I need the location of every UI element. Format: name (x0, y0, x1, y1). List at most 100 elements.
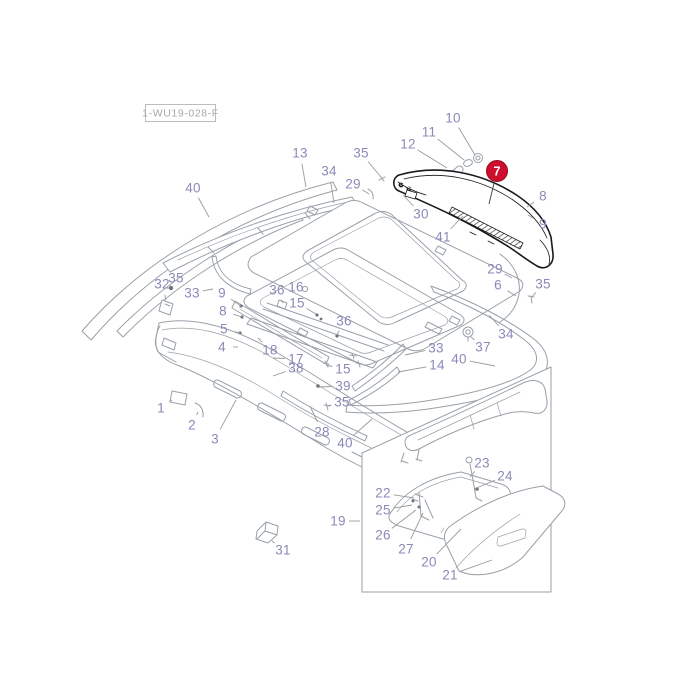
callout-leader (402, 194, 414, 207)
callout-label-3[interactable]: 3 (211, 432, 219, 447)
callout-label-13[interactable]: 13 (292, 146, 308, 161)
callout-label-12[interactable]: 12 (400, 137, 416, 152)
callout-leader (197, 197, 210, 218)
callout-label-8[interactable]: 8 (219, 304, 227, 319)
highlight-badge-circle[interactable] (486, 160, 508, 182)
callout-label-10[interactable]: 10 (445, 111, 461, 126)
callout-label-4[interactable]: 4 (218, 340, 226, 355)
callout-leader (526, 201, 535, 208)
callout-label-25[interactable]: 25 (375, 503, 391, 518)
callout-label-26[interactable]: 26 (375, 528, 391, 543)
callout-label-34[interactable]: 34 (321, 164, 337, 179)
callout-leader (281, 299, 284, 304)
callout-leader (230, 298, 242, 307)
callout-leader (397, 366, 427, 373)
callout-label-32[interactable]: 32 (154, 277, 170, 292)
callout-label-21[interactable]: 21 (442, 568, 458, 583)
exploded-view-artwork (81, 153, 566, 593)
callout-label-29[interactable]: 29 (345, 177, 361, 192)
part-plate-1 (169, 390, 188, 406)
callout-label-35[interactable]: 35 (334, 395, 350, 410)
callout-leader (219, 399, 237, 430)
callout-label-36[interactable]: 36 (336, 314, 352, 329)
part-rear-panel-inset (400, 380, 548, 464)
callout-leader (318, 386, 333, 388)
callout-label-35[interactable]: 35 (353, 146, 369, 161)
callout-leader (301, 163, 307, 188)
callout-leader (450, 215, 464, 230)
callout-leader (272, 371, 286, 377)
callout-label-22[interactable]: 22 (375, 486, 391, 501)
highlight-badge-number[interactable]: 7 (494, 165, 501, 179)
part-wire-6-29 (499, 253, 535, 323)
callout-label-18[interactable]: 18 (262, 343, 278, 358)
part-roof-panel (247, 200, 524, 352)
callout-leader (336, 330, 340, 336)
part-bracket-22-27 (411, 491, 434, 521)
callout-leader (164, 294, 167, 301)
part-bracket-31 (255, 521, 279, 544)
callout-label-34[interactable]: 34 (498, 327, 514, 342)
callout-label-28[interactable]: 28 (314, 425, 330, 440)
callout-label-11[interactable]: 11 (422, 125, 437, 140)
callout-label-9[interactable]: 9 (218, 286, 226, 301)
callout-label-33[interactable]: 33 (428, 341, 444, 356)
callout-label-38[interactable]: 38 (288, 361, 304, 376)
callout-label-24[interactable]: 24 (497, 469, 513, 484)
callout-leader (469, 471, 476, 478)
callout-leader (437, 138, 465, 161)
callout-leader (196, 411, 199, 416)
callout-leader (233, 313, 243, 318)
callout-label-1[interactable]: 1 (157, 401, 165, 416)
callout-label-29[interactable]: 29 (487, 262, 503, 277)
callout-leader (367, 161, 382, 178)
callout-label-31[interactable]: 31 (275, 543, 291, 558)
callout-leader (458, 127, 476, 156)
callout-label-23[interactable]: 23 (474, 456, 490, 471)
callout-label-16[interactable]: 16 (288, 280, 304, 295)
callout-label-17[interactable]: 17 (288, 352, 304, 367)
callout-label-9[interactable]: 9 (539, 217, 547, 232)
callout-label-35[interactable]: 35 (535, 277, 551, 292)
part-grommet-37 (462, 326, 474, 342)
callout-leader (352, 418, 373, 437)
callout-leader (473, 479, 496, 490)
callout-leader (391, 509, 417, 529)
callout-label-30[interactable]: 30 (413, 207, 429, 222)
callout-label-40[interactable]: 40 (451, 352, 467, 367)
callout-label-2[interactable]: 2 (188, 418, 196, 433)
callout-label-39[interactable]: 39 (335, 379, 351, 394)
callout-label-14[interactable]: 14 (429, 358, 445, 373)
part-roof-rail-40 (81, 181, 338, 341)
callout-label-19[interactable]: 19 (330, 514, 346, 529)
callout-label-35[interactable]: 35 (168, 271, 184, 286)
callout-label-6[interactable]: 6 (494, 278, 502, 293)
part-visor-7-highlighted (392, 169, 554, 269)
part-left-hardware (158, 255, 252, 316)
callout-label-40[interactable]: 40 (185, 181, 201, 196)
callout-label-37[interactable]: 37 (475, 340, 491, 355)
callout-label-5[interactable]: 5 (220, 322, 228, 337)
callout-leader (271, 540, 275, 544)
callout-label-15[interactable]: 15 (289, 296, 305, 311)
callout-leader (309, 405, 318, 423)
callout-label-27[interactable]: 27 (398, 542, 414, 557)
callout-leader (330, 181, 335, 204)
callout-leader (436, 528, 462, 555)
callout-leader (507, 290, 517, 297)
callout-label-41[interactable]: 41 (435, 230, 451, 245)
callout-label-8[interactable]: 8 (539, 189, 547, 204)
callout-label-20[interactable]: 20 (421, 555, 437, 570)
callout-label-33[interactable]: 33 (184, 286, 200, 301)
callout-label-15[interactable]: 15 (335, 362, 351, 377)
part-seal-28 (280, 390, 368, 442)
callout-leader (202, 288, 214, 292)
callout-label-40[interactable]: 40 (337, 436, 353, 451)
callout-leader (504, 273, 513, 279)
callout-label-36[interactable]: 36 (269, 283, 285, 298)
callout-leader (527, 214, 534, 219)
callout-leader (306, 308, 317, 315)
callout-leader (531, 292, 537, 298)
